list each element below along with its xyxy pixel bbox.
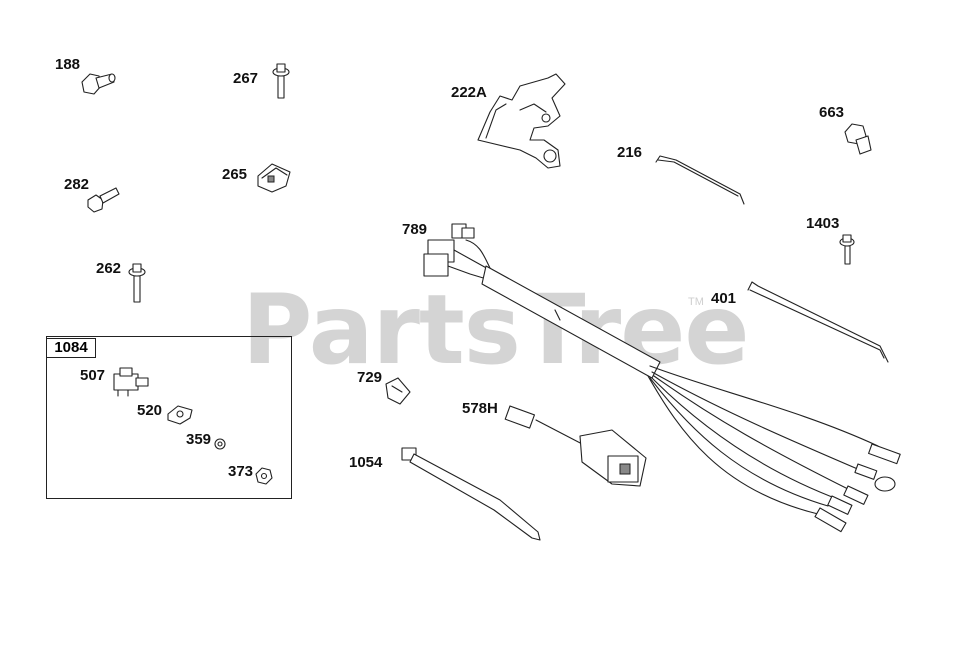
label-729[interactable]: 729 — [357, 369, 383, 386]
label-282[interactable]: 282 — [64, 176, 90, 193]
part-265-clip[interactable] — [257, 163, 291, 193]
part-663-bolt[interactable] — [844, 123, 872, 155]
label-216[interactable]: 216 — [617, 144, 643, 161]
label-1054[interactable]: 1054 — [349, 454, 383, 471]
label-373[interactable]: 373 — [228, 463, 254, 480]
trademark-mark: TM — [688, 296, 704, 308]
part-789-harness[interactable] — [423, 223, 901, 533]
part-507-switch[interactable] — [113, 367, 149, 397]
kit-1084-box — [46, 336, 292, 499]
label-789[interactable]: 789 — [402, 221, 428, 238]
part-359-washer[interactable] — [214, 438, 226, 450]
label-1403[interactable]: 1403 — [806, 215, 840, 232]
label-188[interactable]: 188 — [55, 56, 81, 73]
label-262[interactable]: 262 — [96, 260, 122, 277]
label-222a[interactable]: 222A — [451, 84, 487, 101]
kit-1084-label[interactable]: 1084 — [46, 338, 96, 358]
part-1403-bolt[interactable] — [839, 234, 855, 265]
part-282-bolt[interactable] — [87, 187, 120, 213]
label-520[interactable]: 520 — [137, 402, 163, 419]
part-262-bolt[interactable] — [128, 263, 146, 303]
part-216-rod[interactable] — [655, 155, 745, 205]
label-578h[interactable]: 578H — [462, 400, 498, 417]
part-401-rod[interactable] — [747, 281, 889, 363]
partstree-watermark: PartsTree — [242, 274, 749, 386]
label-265[interactable]: 265 — [222, 166, 248, 183]
part-729-clip[interactable] — [385, 377, 411, 405]
part-520-plate[interactable] — [167, 405, 193, 425]
label-267[interactable]: 267 — [233, 70, 259, 87]
part-373-nut[interactable] — [255, 467, 273, 485]
part-578h-connector[interactable] — [504, 405, 647, 487]
part-222a-bracket[interactable] — [477, 73, 566, 169]
label-401[interactable]: 401 — [711, 290, 737, 307]
label-507[interactable]: 507 — [80, 367, 106, 384]
part-267-bolt[interactable] — [272, 63, 290, 99]
label-663[interactable]: 663 — [819, 104, 845, 121]
part-1054-cable-tie[interactable] — [401, 447, 541, 541]
label-359[interactable]: 359 — [186, 431, 212, 448]
part-188-bolt[interactable] — [81, 73, 116, 95]
